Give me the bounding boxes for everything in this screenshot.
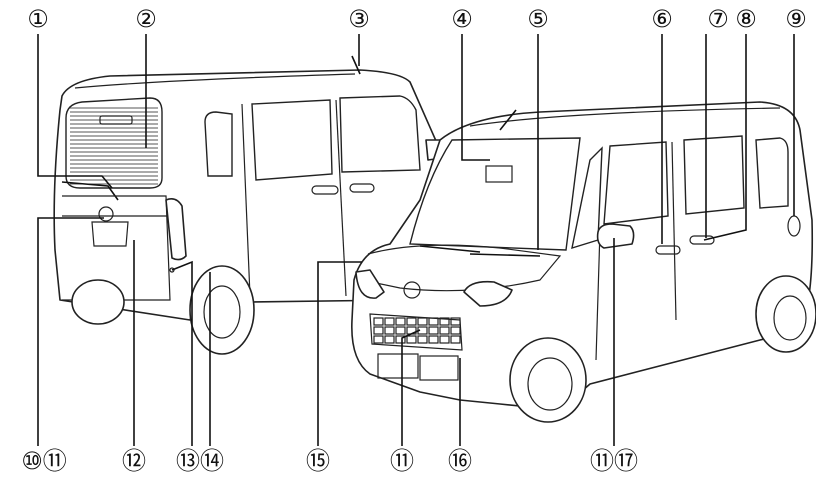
callout-11-17: ⑪⑰ <box>590 447 638 475</box>
grille-cell <box>395 317 406 326</box>
callout-9: ⑨ <box>785 5 807 33</box>
callout-3: ③ <box>348 5 370 33</box>
rear-window <box>65 97 163 189</box>
callout-10-11: ⑩⑪ <box>21 447 67 475</box>
headlamp-right <box>463 280 513 307</box>
leader-lines <box>37 34 795 446</box>
callout-13-14: ⑬⑭ <box>176 447 224 475</box>
grille-cell <box>450 317 461 326</box>
grille-cell <box>439 317 450 326</box>
callout-11-front: ⑪ <box>390 447 414 475</box>
callout-4: ④ <box>451 5 473 33</box>
grille-cell <box>406 317 417 326</box>
grille-cell <box>373 326 384 335</box>
callout-6: ⑥ <box>651 5 673 33</box>
rear-license-plate <box>91 221 129 247</box>
grille-cell <box>373 335 384 344</box>
callout-12: ⑫ <box>122 447 146 475</box>
callout-2: ② <box>135 5 157 33</box>
rear-roof-antenna <box>351 55 361 75</box>
headlamp-left <box>355 269 385 299</box>
front-door-mirror <box>596 223 635 249</box>
grille-cell <box>417 317 428 326</box>
front-wheel <box>509 337 587 423</box>
callout-1: ① <box>27 5 49 33</box>
rear-vehicle-wheel <box>189 265 255 355</box>
grille-cell <box>395 335 406 344</box>
grille-cell <box>428 317 439 326</box>
rear-view-vehicle <box>53 55 443 355</box>
grille-cell <box>384 317 395 326</box>
grille-cell <box>395 326 406 335</box>
callout-16: ⑯ <box>448 447 472 475</box>
grille-cell <box>428 335 439 344</box>
rear-wheel <box>755 275 816 353</box>
rear-wiper <box>61 181 119 201</box>
grille-cell <box>384 326 395 335</box>
front-grille <box>369 313 463 351</box>
grille-cell <box>439 326 450 335</box>
callout-7: ⑦ <box>707 5 729 33</box>
grille-cell <box>384 335 395 344</box>
grille-cell <box>439 335 450 344</box>
front-license-plate <box>377 353 419 379</box>
grille-cell <box>450 326 461 335</box>
grille-cell <box>373 317 384 326</box>
roof-antenna <box>499 109 517 131</box>
grille-cell <box>417 335 428 344</box>
callout-5: ⑤ <box>527 5 549 33</box>
callout-15: ⑮ <box>306 447 330 475</box>
callout-labels: ① ② ③ ④ ⑤ ⑥ ⑦ ⑧ ⑨ ⑩⑪ ⑫ ⑬⑭ ⑮ ⑪ ⑯ ⑪⑰ <box>21 5 807 475</box>
front-view-vehicle <box>351 101 816 423</box>
grille-cell <box>406 335 417 344</box>
grille-cell <box>450 335 461 344</box>
grille-cell <box>428 326 439 335</box>
callout-8: ⑧ <box>735 5 757 33</box>
front-emblem <box>403 281 421 299</box>
